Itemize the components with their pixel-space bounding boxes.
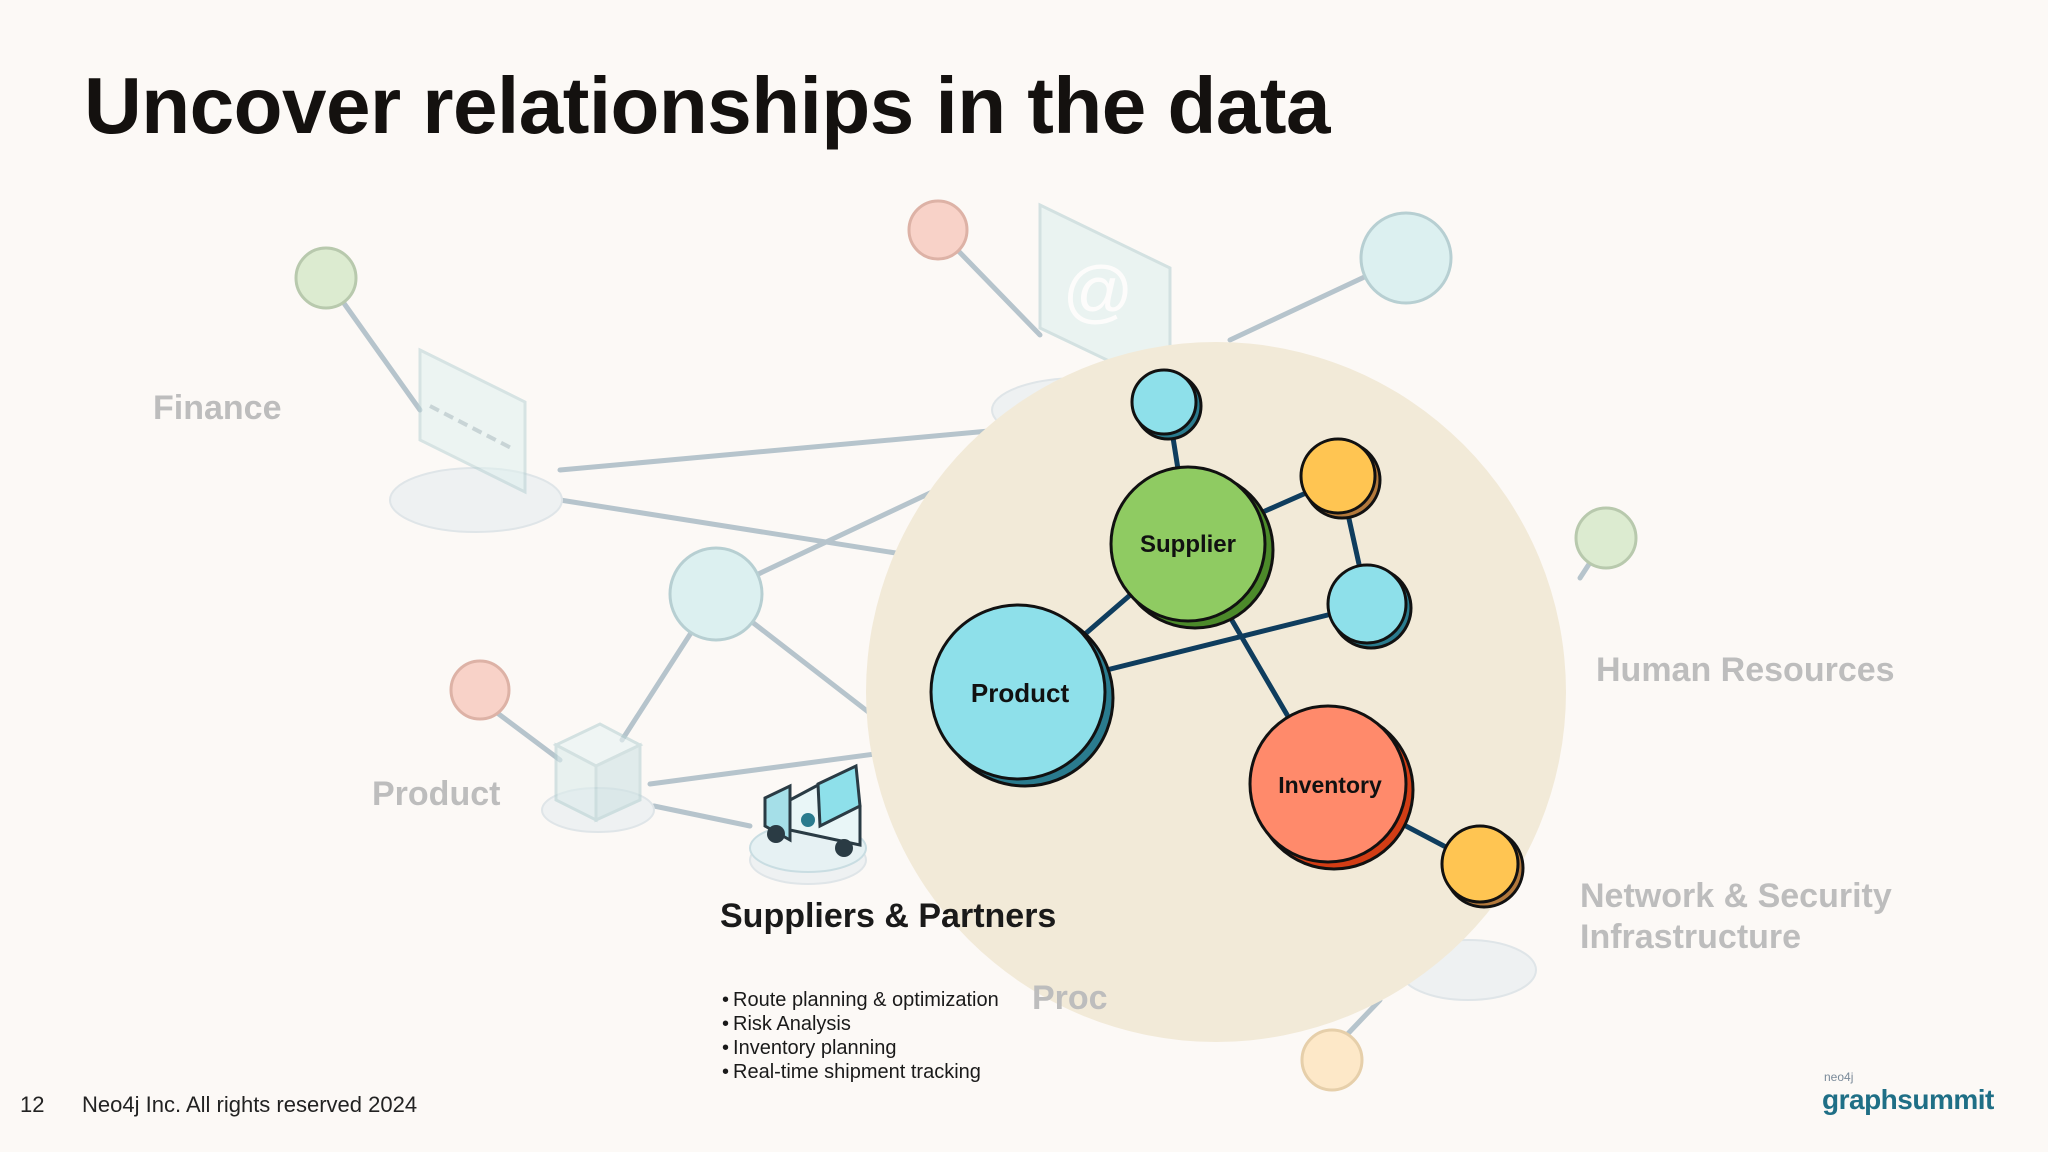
- background-nodes: [294, 199, 1638, 1092]
- human-resources-label: Human Resources: [1596, 651, 1895, 689]
- supplier-node-label: Supplier: [1140, 531, 1236, 558]
- copyright: Neo4j Inc. All rights reserved 2024: [82, 1092, 418, 1117]
- supplier-node: [1109, 465, 1275, 630]
- delivery-truck-icon: [763, 763, 862, 857]
- bullet-item: Inventory planning: [722, 1036, 999, 1060]
- callout-title: Suppliers & Partners: [720, 897, 1057, 935]
- credit-card-icon: [418, 347, 527, 495]
- inventory-node: [1248, 704, 1415, 871]
- bullet-item: Risk Analysis: [722, 1012, 999, 1036]
- slide-title: Uncover relationships in the data: [84, 61, 1331, 150]
- brand-small-text: neo4j: [1824, 1070, 1854, 1084]
- package-box-icon: [552, 722, 644, 823]
- page-number: 12: [20, 1092, 45, 1117]
- product-domain-label: Product: [372, 775, 501, 813]
- bullet-item: Route planning & optimization: [722, 988, 999, 1012]
- callout-bullets: Route planning & optimization Risk Analy…: [722, 988, 999, 1084]
- product-node: [929, 603, 1115, 788]
- network-security-label: Network & Security Infrastructure: [1580, 877, 1892, 956]
- email-at-icon: @: [1038, 202, 1172, 393]
- brand-main-text: graphsummit: [1822, 1084, 1994, 1115]
- foreground-nodes: [1130, 368, 1525, 909]
- processes-label-partial: Proc: [1032, 979, 1108, 1017]
- brand-logo: neo4j graphsummit: [1822, 1070, 1994, 1116]
- product-node-label: Product: [971, 678, 1070, 708]
- highlight-circle: [866, 342, 1566, 1042]
- inventory-node-label: Inventory: [1278, 772, 1382, 798]
- finance-label: Finance: [153, 389, 282, 427]
- svg-text:@: @: [1062, 252, 1133, 330]
- bullet-item: Real-time shipment tracking: [722, 1060, 999, 1084]
